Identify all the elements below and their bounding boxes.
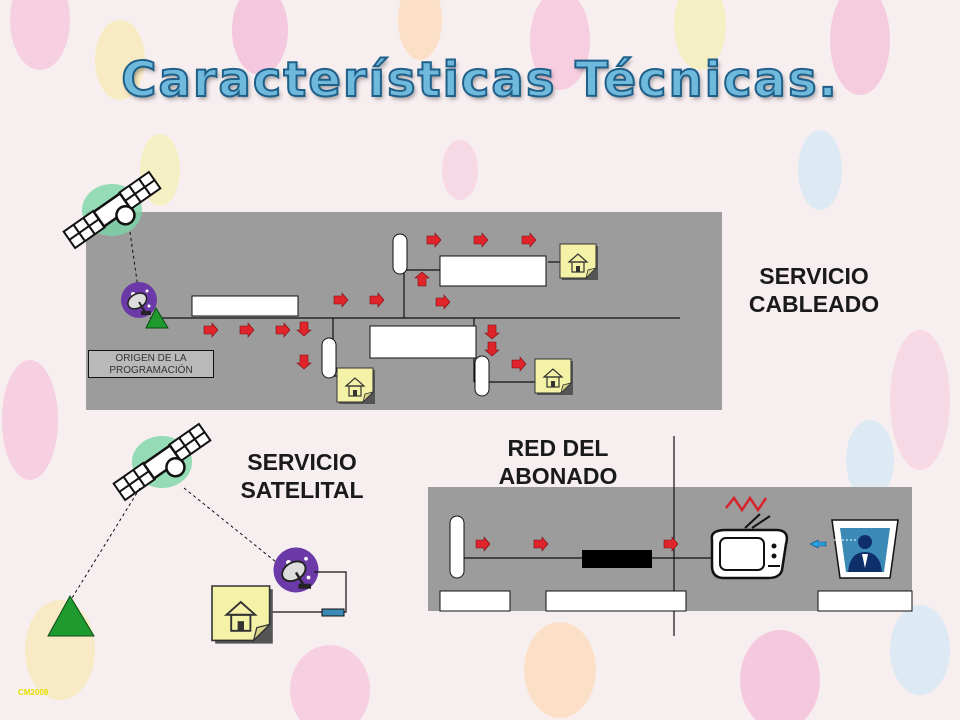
house-icon (211, 585, 274, 645)
amplifier (449, 515, 465, 579)
transmitter-triangle-icon (145, 306, 169, 329)
house-icon (336, 367, 376, 405)
satellite-icon (112, 422, 218, 511)
watermark: CM2009 (18, 688, 49, 697)
receiver-box (321, 608, 345, 617)
satellite-dish-icon (120, 281, 158, 319)
decoder-box (582, 550, 652, 568)
cable-box-1 (191, 295, 299, 317)
origen-programacion-label: ORIGEN DE LA PROGRAMACIÓN (88, 350, 214, 378)
subscriber-panel (428, 487, 912, 611)
television-icon (710, 495, 789, 580)
servicio-satelital-label: SERVICIO SATELITAL (240, 449, 364, 503)
cable-box-3 (369, 325, 477, 359)
house-icon (559, 243, 599, 281)
transmitter-triangle-icon (47, 594, 95, 637)
amplifier (392, 233, 408, 275)
page-title: Características Técnicas. (120, 51, 839, 109)
cable-box-2 (439, 255, 547, 287)
amplifier (321, 337, 337, 379)
small-arrow (809, 539, 827, 549)
satellite-dish-icon (272, 546, 320, 594)
viewer-icon (831, 519, 899, 579)
amplifier (474, 355, 490, 397)
servicio-cableado-label: SERVICIO CABLEADO (748, 263, 880, 317)
house-icon (534, 358, 574, 396)
red-del-abonado-label: RED DEL ABONADO (498, 435, 618, 489)
